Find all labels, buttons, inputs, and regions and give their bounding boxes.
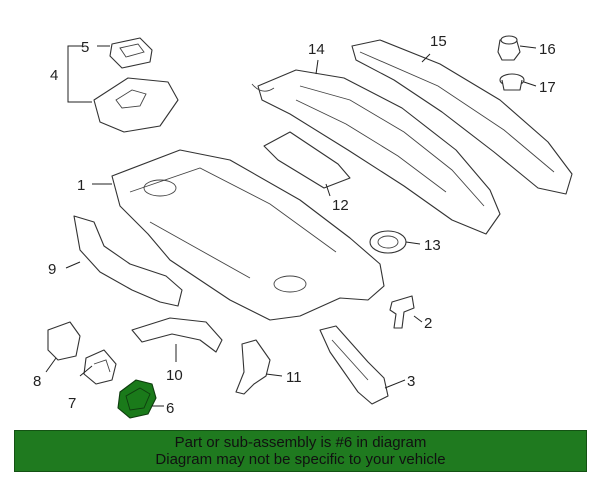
callout-7: 7 [68, 395, 76, 412]
part-2-bracket[interactable] [389, 295, 415, 329]
part-10-trim-strip[interactable] [131, 317, 223, 353]
callout-15: 15 [430, 33, 447, 50]
part-5-switch[interactable] [109, 37, 153, 69]
part-7-cover[interactable] [83, 349, 117, 385]
banner-line-2: Diagram may not be specific to your vehi… [155, 451, 446, 468]
part-3-reinforcement[interactable] [319, 325, 389, 405]
part-16-clip[interactable] [497, 35, 521, 61]
parts-diagram: 5 4 1 14 15 16 17 12 13 9 2 3 10 11 8 7 … [33, 33, 573, 419]
banner-line-1: Part or sub-assembly is #6 in diagram [174, 434, 427, 451]
callout-5: 5 [81, 39, 89, 56]
callout-12: 12 [332, 197, 349, 214]
part-6-highlighted[interactable] [117, 379, 157, 419]
callout-11: 11 [286, 369, 302, 386]
callout-4: 4 [50, 67, 58, 84]
part-17-grommet[interactable] [499, 73, 525, 91]
part-13-speaker[interactable] [369, 230, 407, 254]
callout-13: 13 [424, 237, 441, 254]
part-info-banner: Part or sub-assembly is #6 in diagram Di… [14, 430, 587, 472]
leader-lines [45, 45, 537, 407]
callout-3: 3 [407, 373, 415, 390]
part-1-parcel-shelf[interactable] [111, 149, 385, 321]
callout-6: 6 [166, 400, 174, 417]
callout-8: 8 [33, 373, 41, 390]
part-14-panel-reinforcement[interactable] [251, 69, 501, 235]
part-8-cover[interactable] [47, 321, 81, 361]
callout-16: 16 [539, 41, 556, 58]
callout-10: 10 [166, 367, 183, 384]
callout-17: 17 [539, 79, 556, 96]
part-15-package-tray[interactable] [351, 39, 573, 195]
callout-14: 14 [308, 41, 325, 58]
part-9-duct[interactable] [73, 215, 183, 307]
callout-1: 1 [77, 177, 85, 194]
part-11-side-trim[interactable] [235, 339, 271, 395]
callout-2: 2 [424, 315, 432, 332]
part-4-trim-cover[interactable] [93, 77, 179, 133]
callout-9: 9 [48, 261, 56, 278]
part-12-cover-plate[interactable] [263, 131, 351, 189]
